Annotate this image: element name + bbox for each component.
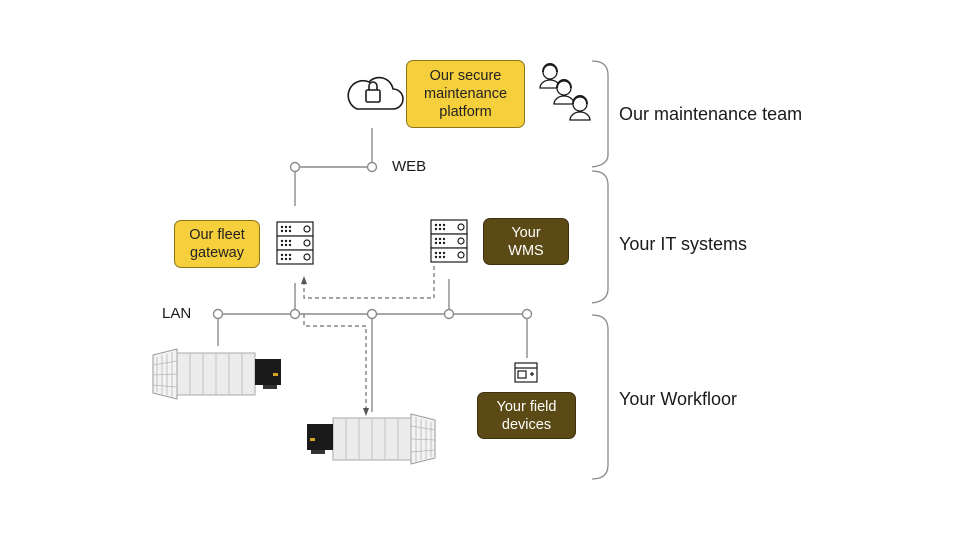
- field-device-icon: [514, 362, 538, 383]
- cloud-lock-icon: [347, 76, 404, 110]
- fleet-gateway-box: Our fleet gateway: [174, 220, 260, 268]
- section-workfloor: Your Workfloor: [619, 389, 738, 409]
- node-web-right: [366, 161, 378, 173]
- section-maintenance-team: Our maintenance team: [619, 104, 803, 124]
- robot-vehicle-icon: [307, 413, 436, 465]
- lan-label: LAN: [162, 305, 192, 322]
- node-lan-5: [521, 308, 533, 320]
- maintenance-platform-box: Our secure maintenance platform: [406, 60, 525, 128]
- field-devices-box: Your field devices: [477, 392, 576, 439]
- support-team-icon: [539, 63, 591, 121]
- server-icon: [276, 221, 314, 265]
- section-it-systems: Your IT systems: [619, 234, 748, 254]
- node-web-left: [289, 161, 301, 173]
- node-lan-3: [366, 308, 378, 320]
- wms-box: Your WMS: [483, 218, 569, 265]
- node-lan-1: [212, 308, 224, 320]
- server-icon: [430, 219, 468, 263]
- section-braces: [591, 60, 609, 480]
- node-lan-4: [443, 308, 455, 320]
- node-lan-2: [289, 308, 301, 320]
- web-label: WEB: [392, 158, 427, 175]
- robot-vehicle-icon: [152, 348, 281, 400]
